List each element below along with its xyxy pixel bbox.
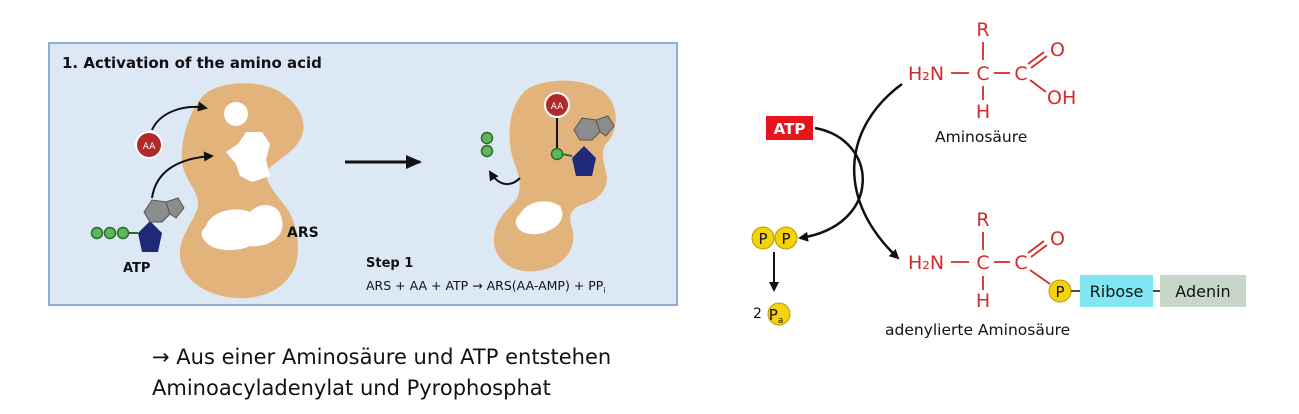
orthophosphate-icon (767, 302, 791, 326)
hydroxyl-group: OH (1047, 87, 1076, 109)
r-group: R (976, 19, 989, 41)
pyrophosphate-icon-2 (480, 144, 494, 158)
adenine-label: Adenin (1175, 282, 1230, 301)
conclusion-line-2: Aminoacyladenylat und Pyrophosphat (152, 376, 551, 400)
r-group-2: R (976, 209, 989, 231)
tRNA-binding-site (201, 205, 283, 251)
pyrophosphate-icon (480, 131, 494, 145)
step-equation: ARS + AA + ATP → ARS(AA-AMP) + PPi (366, 278, 606, 295)
alpha-hydrogen: H (976, 101, 990, 123)
adenine-box (1160, 275, 1246, 307)
pyrophosphate-p2-label: P (781, 230, 790, 248)
tRNA-binding-site-2 (515, 201, 563, 235)
atp-to-pyrophosphate-arrow (798, 126, 864, 242)
ars-label: ARS (287, 225, 319, 241)
amine-group-2: H₂N (908, 252, 944, 274)
carbonyl-oxygen-2: O (1050, 228, 1065, 250)
activation-panel: 1. Activation of the amino acid ARS AA A… (48, 42, 678, 306)
pyrophosphate-p1-label: P (758, 230, 767, 248)
aa-binding-site (224, 102, 248, 126)
alpha-carbon: C (976, 63, 989, 85)
svg-text:AA: AA (551, 102, 564, 112)
aa-label: AA (143, 142, 156, 152)
amino-acid-caption: Aminosäure (935, 128, 1027, 146)
product-release-arrow (488, 170, 521, 185)
amino-acid-icon (135, 131, 163, 159)
alpha-carbon-2: C (976, 252, 989, 274)
amino-acid-to-adenylate-arrow (853, 82, 903, 260)
aa-binding-arrow (151, 101, 208, 131)
carboxyl-carbon: C (1014, 63, 1027, 85)
atp-box-label: ATP (774, 120, 806, 138)
panel-title: 1. Activation of the amino acid (62, 54, 322, 72)
atp-molecule-icon (90, 197, 185, 252)
atp-binding-arrow (151, 151, 214, 199)
pyrophosphate-p2-icon (774, 226, 798, 250)
orthophosphate-count: 2 (753, 306, 762, 322)
ribose-box (1080, 275, 1153, 307)
adenylated-caption: adenylierte Aminosäure (885, 321, 1070, 339)
adenylated-amino-acid-structure: R H₂N C C H O (908, 209, 1065, 312)
atp-binding-site (226, 132, 270, 182)
conclusion-text: → Aus einer Aminosäure und ATP entstehen… (152, 342, 712, 404)
phosphate-label: P (1055, 283, 1064, 301)
orthophosphate-label: Pa (769, 306, 784, 326)
atp-box (766, 116, 813, 140)
aa-amp-complex-icon: AA (544, 92, 615, 176)
carbonyl-oxygen: O (1050, 39, 1065, 61)
chemistry-panel: R H₂N C C H O OH Aminosäure ATP P P (751, 19, 1246, 339)
step-title: Step 1 (366, 256, 413, 271)
carboxyl-carbon-2: C (1014, 252, 1027, 274)
pyrophosphate-p1-icon (751, 226, 775, 250)
atp-label: ATP (123, 261, 150, 276)
ribose-label: Ribose (1090, 282, 1144, 301)
amine-group: H₂N (908, 63, 944, 85)
amino-acid-structure: R H₂N C C H O OH (908, 19, 1076, 123)
alpha-hydrogen-2: H (976, 290, 990, 312)
conclusion-line-1: → Aus einer Aminosäure und ATP entstehen (152, 345, 612, 369)
